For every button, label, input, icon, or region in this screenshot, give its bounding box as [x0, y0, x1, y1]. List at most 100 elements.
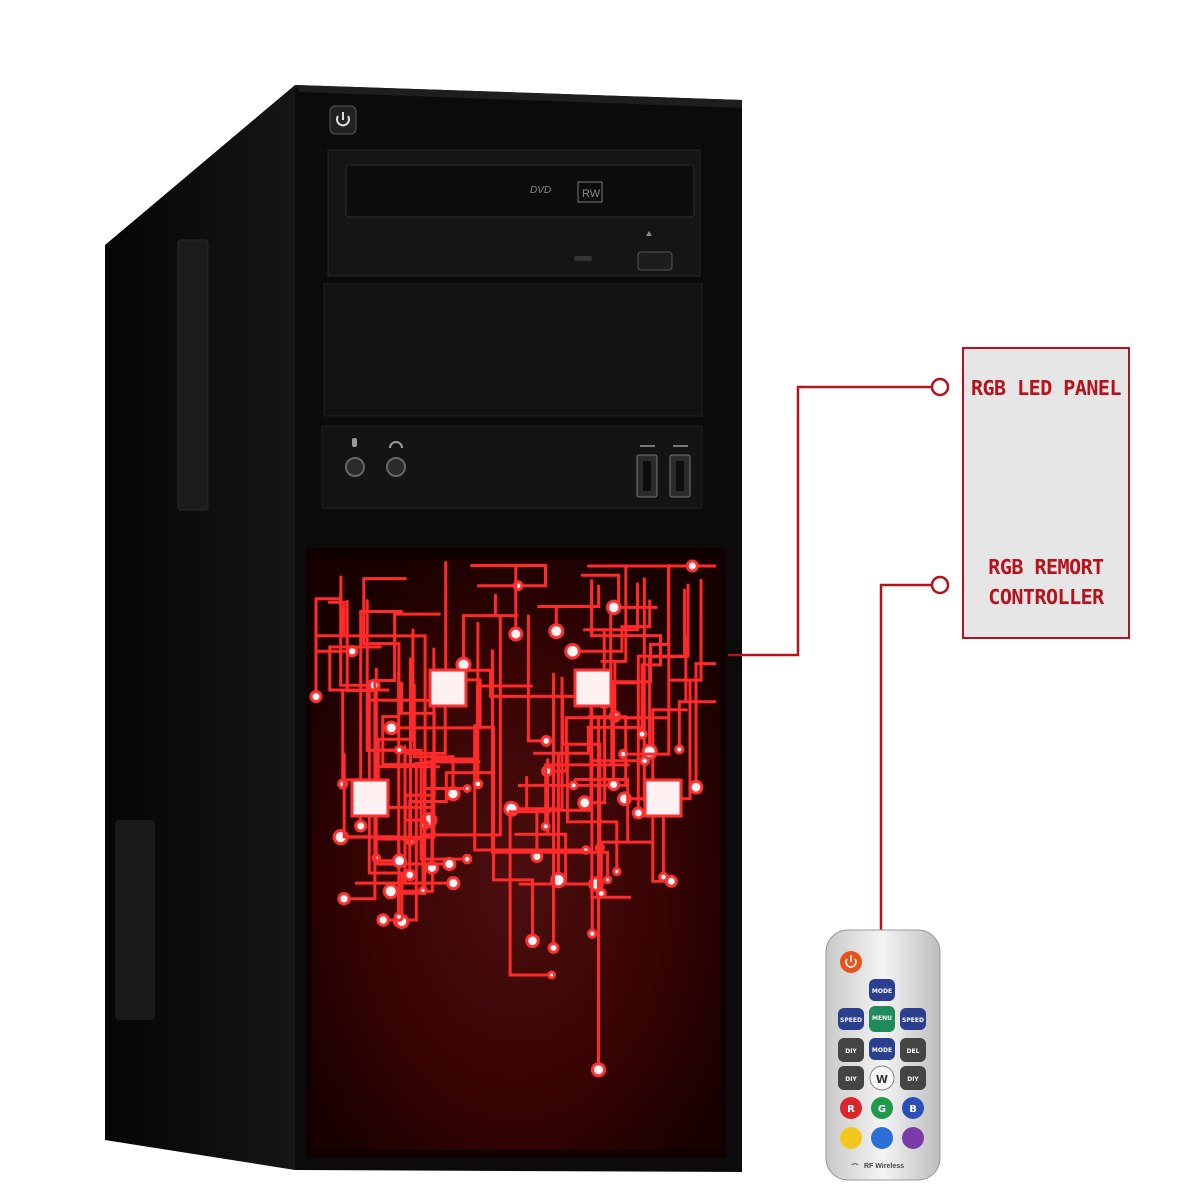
- side-vents: [115, 820, 155, 1020]
- remote-red-button[interactable]: [840, 1097, 862, 1119]
- remote-speed-minus[interactable]: [838, 1008, 864, 1030]
- blank-drive-bay: [323, 283, 703, 417]
- circuit-trace: [314, 575, 354, 653]
- circuit-node: [354, 819, 368, 833]
- circuit-node: [461, 853, 473, 865]
- circuit-trace: [590, 743, 631, 936]
- circuit-node: [393, 911, 404, 922]
- circuit-chip: [428, 668, 468, 708]
- led-callout-line: [728, 385, 932, 657]
- circuit-node: [525, 933, 540, 949]
- circuit-trace: [470, 564, 547, 636]
- circuit-chip: [573, 668, 613, 708]
- circuit-node: [550, 871, 567, 889]
- circuit-trace: [537, 584, 601, 633]
- circuit-trace: [462, 593, 518, 667]
- circuit-chip: [350, 778, 390, 818]
- mic-jack[interactable]: [345, 457, 365, 477]
- remote-brand: RF Wireless: [864, 1163, 904, 1170]
- circuit-trace: [389, 561, 482, 730]
- circuit-trace: [381, 647, 436, 922]
- svg-text:MODE: MODE: [872, 988, 892, 995]
- remote-diy-minus[interactable]: [838, 1038, 864, 1062]
- circuit-node: [382, 883, 399, 900]
- circuit-node: [674, 744, 685, 755]
- eject-button[interactable]: [637, 251, 673, 271]
- svg-text:DIY: DIY: [907, 1076, 919, 1083]
- circuit-trace: [490, 649, 610, 882]
- circuit-node: [631, 806, 645, 820]
- circuit-node: [309, 690, 323, 704]
- headphone-icon: [389, 441, 403, 449]
- svg-text:B: B: [909, 1104, 917, 1115]
- circuit-node: [641, 743, 658, 760]
- svg-text:MENU: MENU: [872, 1015, 892, 1022]
- circuit-node: [403, 868, 417, 882]
- remote-yellow-button[interactable]: [840, 1127, 862, 1149]
- circuit-node: [418, 885, 428, 896]
- case-top-edge: [295, 85, 742, 108]
- circuit-trace: [544, 704, 630, 828]
- circuit-node: [564, 643, 581, 660]
- circuit-node: [685, 559, 699, 573]
- svg-text:DEL: DEL: [907, 1048, 920, 1055]
- remote-mode-mid[interactable]: [869, 1038, 895, 1060]
- circuit-node: [472, 778, 484, 790]
- circuit-trace: [571, 599, 652, 653]
- circuit-trace: [514, 758, 598, 886]
- remote-diy-left[interactable]: [838, 1066, 864, 1090]
- circuit-trace: [621, 563, 671, 756]
- circuit-trace: [694, 662, 717, 789]
- circuit-node: [590, 1062, 607, 1078]
- circuit-node: [337, 892, 351, 906]
- circuit-node: [442, 856, 457, 872]
- circuit-node: [446, 876, 461, 891]
- remote-cyan-button[interactable]: [871, 1127, 893, 1149]
- circuit-pattern: [309, 559, 717, 1078]
- svg-text:MODE: MODE: [872, 1047, 892, 1054]
- drive-indicator: [574, 256, 592, 261]
- circuit-trace: [345, 599, 401, 752]
- dvd-logo: DVD: [530, 185, 551, 196]
- remote-speed-plus[interactable]: [900, 1008, 926, 1030]
- circuit-node: [508, 626, 524, 642]
- remote-green-button[interactable]: [871, 1097, 893, 1119]
- svg-text:W: W: [876, 1073, 888, 1086]
- remote-menu-auto[interactable]: [869, 1006, 895, 1032]
- circuit-node: [462, 784, 472, 793]
- remote-power-icon: [845, 955, 857, 968]
- rgb-remote-label-line1: RGB REMORT: [988, 555, 1104, 579]
- circuit-node: [605, 599, 622, 616]
- circuit-node: [392, 853, 407, 869]
- svg-text:SPEED: SPEED: [840, 1017, 862, 1024]
- remote-add-diy[interactable]: [900, 1066, 926, 1090]
- circuit-trace: [573, 777, 654, 895]
- remote-mode-top[interactable]: [869, 979, 895, 1001]
- remote-white-button[interactable]: [869, 1065, 895, 1091]
- callout-lines: [728, 377, 950, 930]
- rgb-remote-label-line2: CONTROLLER: [988, 585, 1104, 609]
- svg-text:R: R: [847, 1104, 855, 1115]
- svg-text:G: G: [878, 1104, 886, 1115]
- circuit-trace: [636, 583, 690, 815]
- circuit-node: [664, 874, 678, 888]
- led-callout-dot: [930, 377, 950, 397]
- remote-del-diy[interactable]: [900, 1038, 926, 1062]
- rgb-remote-label: RGB REMORT CONTROLLER: [962, 552, 1130, 612]
- remote-callout-line: [879, 583, 932, 930]
- headphone-jack[interactable]: [386, 457, 406, 477]
- dvd-tray: [345, 164, 695, 218]
- rw-logo: RW: [582, 188, 601, 200]
- circuit-trace: [583, 582, 640, 702]
- pc-case: DVD RW: [105, 85, 742, 1172]
- circuit-trace: [354, 744, 455, 885]
- rw-badge: [577, 181, 603, 203]
- svg-text:SPEED: SPEED: [902, 1017, 924, 1024]
- remote-blue-button[interactable]: [902, 1097, 924, 1119]
- power-icon: [336, 112, 350, 127]
- circuit-node: [612, 866, 622, 877]
- circuit-trace: [597, 716, 644, 1072]
- rgb-led-panel-label: RGB LED PANEL: [970, 376, 1122, 400]
- remote-purple-button[interactable]: [902, 1127, 924, 1149]
- svg-text:DIY: DIY: [845, 1048, 857, 1055]
